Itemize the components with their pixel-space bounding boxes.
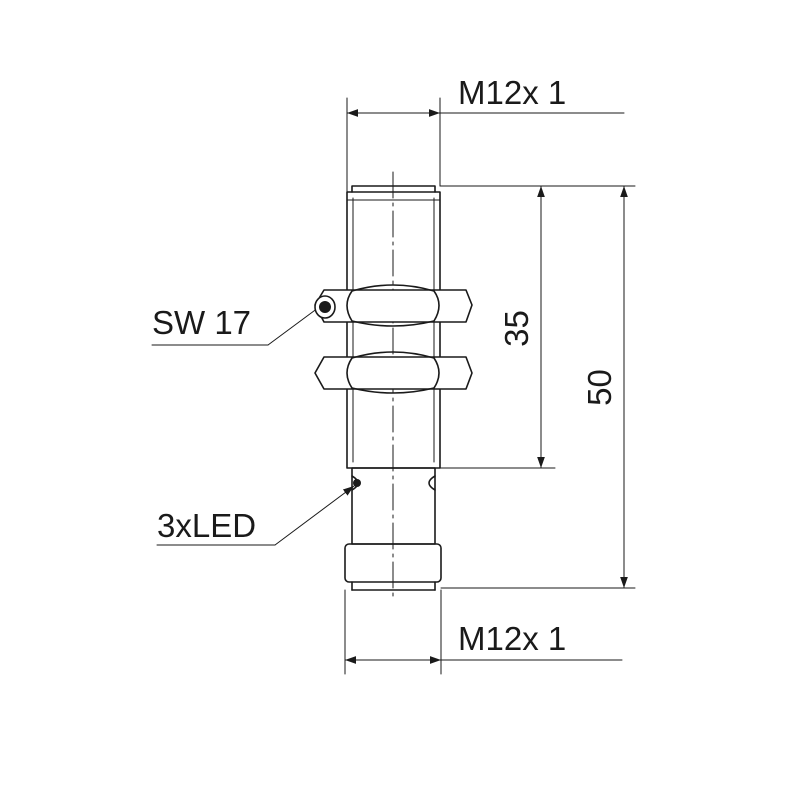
leader-sw17	[151, 295, 336, 346]
dimension-35-label: 35	[497, 310, 535, 347]
led-label: 3xLED	[157, 507, 257, 544]
dimension-50-label: 50	[580, 369, 618, 406]
thread-label-bottom: M12x 1	[458, 620, 567, 657]
dimension-thread-bottom	[344, 589, 623, 675]
hex-nut-lower	[314, 351, 473, 394]
thread-label-top: M12x 1	[458, 74, 567, 111]
dimension-thread-top	[346, 97, 625, 193]
leader-3xled	[156, 485, 355, 546]
hex-nut-upper	[314, 284, 473, 327]
wrench-size-label: SW 17	[152, 304, 252, 341]
connector-plug	[344, 543, 442, 591]
